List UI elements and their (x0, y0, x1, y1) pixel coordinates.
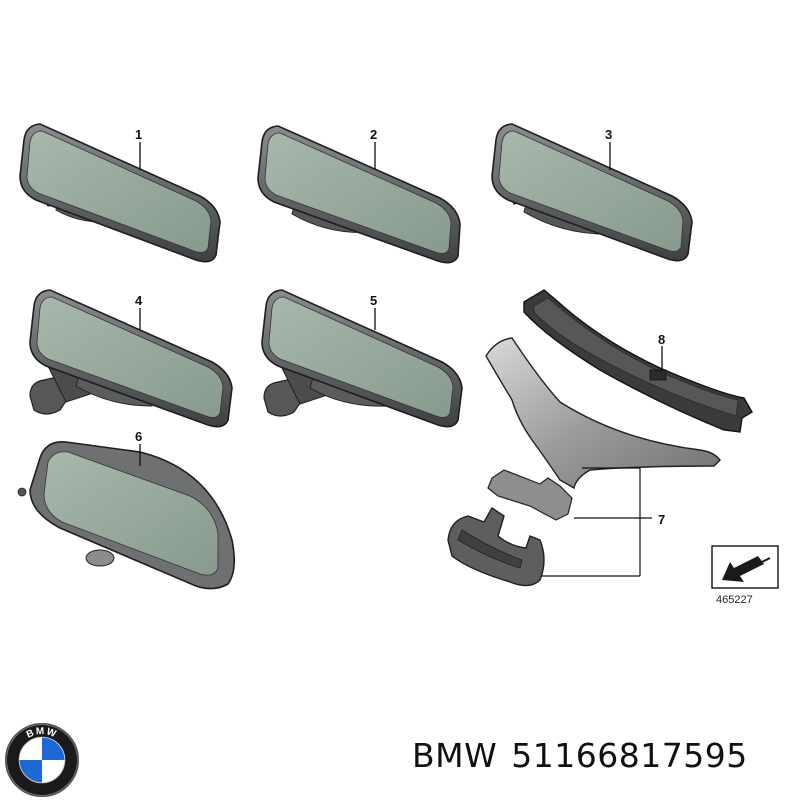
brand-name: BMW (412, 736, 498, 775)
callout-number-1: 1 (135, 127, 142, 142)
diagram-reference-number: 465227 (716, 594, 753, 606)
bmw-logo: BMW (4, 722, 80, 798)
callout-number-4: 4 (135, 293, 143, 308)
mirror-part-2 (257, 125, 461, 264)
callout-number-5: 5 (370, 293, 377, 308)
callout-number-3: 3 (605, 127, 612, 142)
part-number: 51166817595 (511, 736, 748, 775)
callout-number-2: 2 (370, 127, 377, 142)
base-cover-part-7 (447, 337, 721, 587)
diagram-reference-symbol (711, 545, 779, 589)
mirror-part-6 (17, 441, 236, 590)
callout-number-7: 7 (658, 512, 665, 527)
mirror-part-3 (491, 123, 693, 262)
svg-text:BMW: BMW (25, 726, 59, 741)
part-caption: BMW 51166817595 (412, 736, 762, 775)
mirror-part-4 (29, 289, 233, 428)
mirror-part-5 (261, 289, 463, 428)
trim-strip-part-8 (523, 289, 753, 433)
callout-number-8: 8 (658, 332, 665, 347)
mirror-part-1 (19, 123, 221, 263)
callout-number-6: 6 (135, 429, 142, 444)
